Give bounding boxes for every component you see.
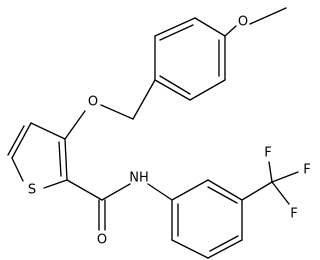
bond <box>159 75 191 95</box>
bond <box>271 171 299 183</box>
bond <box>207 186 238 204</box>
fluorine-right-label: F <box>303 163 310 178</box>
bond <box>268 161 273 183</box>
bond <box>224 25 237 37</box>
bond <box>147 183 173 201</box>
bond <box>7 125 25 156</box>
carbonyl-oxygen-label: O <box>97 233 107 248</box>
amide-nitrogen-label: NH <box>129 171 149 186</box>
bond <box>11 122 32 159</box>
fluorine-bottom-label: F <box>290 207 297 222</box>
bond <box>189 79 226 101</box>
bond <box>101 183 131 201</box>
bond <box>154 17 196 37</box>
bond <box>207 179 243 201</box>
bond <box>171 239 209 259</box>
bond <box>171 179 209 201</box>
bond <box>66 179 103 201</box>
bond <box>43 179 68 189</box>
bond <box>241 181 273 201</box>
bond <box>30 122 66 140</box>
bond <box>207 239 243 259</box>
bond <box>159 24 194 41</box>
bond <box>194 17 226 37</box>
ether-oxygen-label: O <box>88 95 98 110</box>
bond <box>58 141 62 177</box>
bond <box>64 138 68 181</box>
sulfur-label: S <box>28 183 36 198</box>
bond-lines <box>7 7 299 259</box>
bond <box>271 181 290 205</box>
atom-labels: O O S NH O F F F <box>28 15 311 248</box>
fluorine-top-label: F <box>264 146 271 161</box>
bond <box>132 79 156 120</box>
bond <box>154 79 191 101</box>
bond <box>249 7 287 25</box>
bond <box>100 104 134 120</box>
bond <box>64 110 86 140</box>
bond <box>209 235 239 252</box>
bond <box>11 157 24 182</box>
methoxy-oxygen-label: O <box>238 15 248 30</box>
